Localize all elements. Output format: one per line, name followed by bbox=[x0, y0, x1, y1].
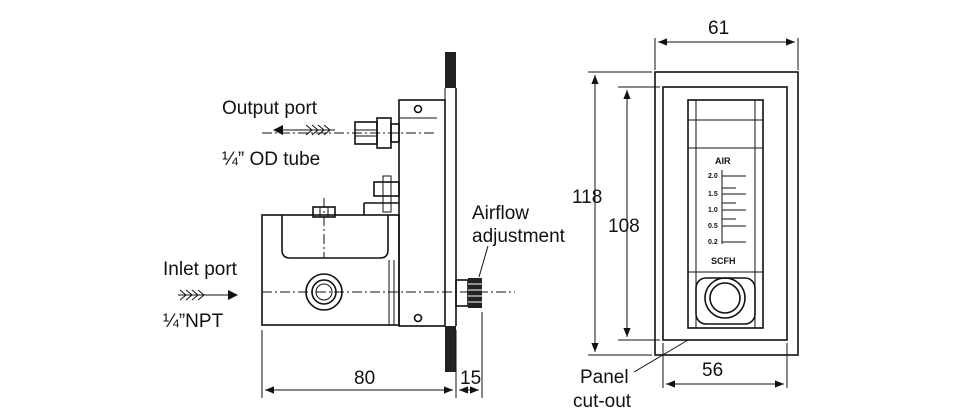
output-port-spec: ¼” OD tube bbox=[222, 149, 320, 170]
scale-tick-label: 0.2 bbox=[708, 239, 718, 246]
scale-tick-label: 2.0 bbox=[708, 173, 718, 180]
regulator-block bbox=[261, 198, 515, 326]
scale-tick-label: 1.0 bbox=[708, 207, 718, 214]
flow-scale bbox=[704, 152, 748, 270]
dim-height-cutout: 108 bbox=[608, 216, 640, 237]
body-plate bbox=[363, 99, 446, 327]
scale-tick-label: 0.5 bbox=[708, 223, 718, 230]
dim-width-cutout: 56 bbox=[702, 360, 723, 381]
inlet-flow-arrow bbox=[178, 289, 238, 301]
output-flow-arrow bbox=[273, 124, 335, 136]
outer-bezel bbox=[654, 71, 799, 356]
side-view bbox=[178, 52, 515, 398]
panel-cutout-outline bbox=[662, 86, 788, 341]
front-dimensions bbox=[588, 38, 799, 388]
panel-label-line2: cut-out bbox=[573, 391, 632, 412]
scale-tick-label: 1.5 bbox=[708, 191, 718, 198]
panel-label-line1: Panel bbox=[580, 367, 629, 388]
side-dimensions bbox=[261, 312, 483, 398]
airflow-label-line1: Airflow bbox=[472, 203, 529, 224]
inlet-port-label: Inlet port bbox=[163, 259, 238, 280]
airflow-label-line2: adjustment bbox=[472, 226, 566, 247]
flow-tube-window bbox=[687, 99, 764, 329]
dim-panel: 15 bbox=[460, 368, 481, 389]
output-fitting bbox=[262, 117, 435, 149]
mounting-panel bbox=[444, 52, 457, 372]
output-port-label: Output port bbox=[222, 98, 318, 119]
float-ball bbox=[695, 277, 756, 325]
inlet-port-spec: ¼”NPT bbox=[163, 311, 224, 332]
dim-height-outer: 118 bbox=[572, 187, 602, 208]
scale-header: AIR bbox=[715, 156, 731, 166]
front-view bbox=[588, 38, 799, 388]
scale-unit: SCFH bbox=[711, 256, 736, 266]
dim-width-outer: 61 bbox=[708, 18, 729, 39]
airflow-knob bbox=[455, 245, 489, 308]
dim-depth: 80 bbox=[354, 368, 375, 389]
